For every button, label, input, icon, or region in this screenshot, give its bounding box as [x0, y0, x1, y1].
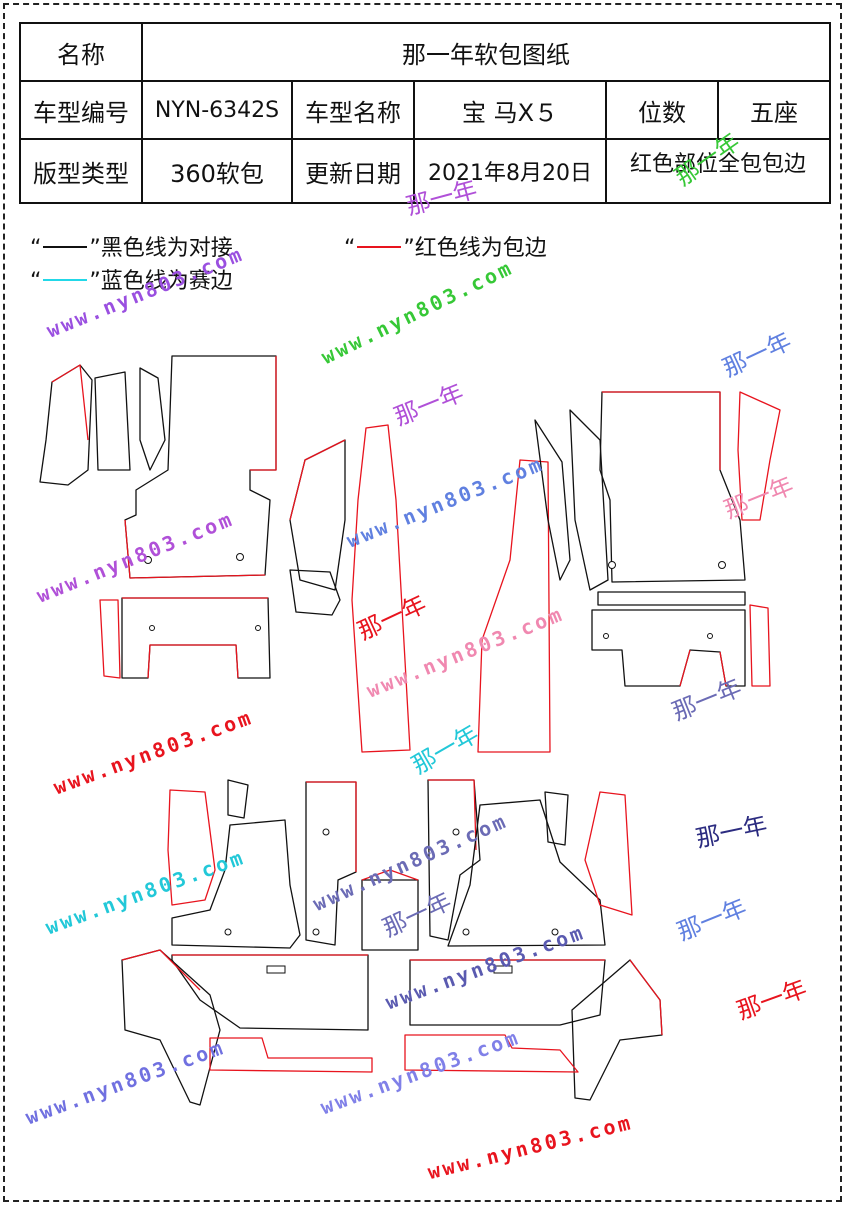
- rear-right-bottom: [404, 1034, 579, 1073]
- rear-right-side-panel: [584, 791, 633, 916]
- label-model-code: 车型编号: [19, 80, 143, 140]
- front-right-side-flap: [749, 604, 771, 687]
- center-right-strip-2: [569, 409, 609, 591]
- hole-marker: [224, 928, 232, 936]
- value-model-code: NYN-6342S: [141, 80, 293, 140]
- hole-marker: [452, 828, 460, 836]
- label-name: 名称: [19, 22, 143, 82]
- hole-marker: [462, 928, 470, 936]
- label-type: 版型类型: [19, 138, 143, 204]
- legend-black: “”黑色线为对接: [30, 236, 233, 261]
- hole-marker: [603, 633, 609, 639]
- value-model-name: 宝 马X５: [413, 80, 607, 140]
- page-border: [3, 3, 842, 1202]
- legend-cyan: “”蓝色线为赛边: [30, 269, 233, 294]
- rear-left-upright: [305, 781, 357, 946]
- rear-center-panel: [361, 879, 419, 951]
- value-seats: 五座: [717, 80, 831, 140]
- cyan-line-swatch: [43, 279, 88, 281]
- front-right-strip: [597, 591, 746, 606]
- front-right-main-panel: [599, 391, 746, 583]
- legend-red: “”红色线为包边: [344, 236, 547, 261]
- label-date: 更新日期: [291, 138, 415, 204]
- rear-left-main-panel: [171, 819, 301, 949]
- hole-marker: [608, 561, 616, 569]
- hole-marker: [236, 553, 244, 561]
- hole-marker: [551, 928, 559, 936]
- label-model-name: 车型名称: [291, 80, 415, 140]
- front-right-side-panel: [737, 391, 781, 521]
- value-note: 红色部位全包包边: [605, 138, 831, 204]
- slot-marker: [266, 965, 286, 974]
- center-tunnel-right: [477, 459, 551, 753]
- red-line-swatch: [357, 246, 402, 248]
- hole-marker: [255, 625, 261, 631]
- black-line-swatch: [43, 246, 88, 248]
- rear-right-fender: [571, 959, 663, 1101]
- label-seats: 位数: [605, 80, 719, 140]
- spec-row-title: 名称 那一年软包图纸: [19, 22, 831, 82]
- rear-right-main-panel: [447, 799, 606, 947]
- hole-marker: [322, 828, 330, 836]
- front-left-side-panel: [39, 364, 93, 486]
- slot-marker: [493, 965, 513, 974]
- spec-row-type: 版型类型 360软包 更新日期 2021年8月20日 红色部位全包包边: [19, 138, 831, 204]
- spec-table: 名称 那一年软包图纸 车型编号 NYN-6342S 车型名称 宝 马X５ 位数 …: [19, 22, 831, 204]
- center-tunnel-left: [351, 424, 411, 753]
- center-right-strip: [534, 419, 571, 581]
- front-left-back-strip: [139, 367, 166, 471]
- front-left-bolster: [94, 371, 131, 471]
- hole-marker: [144, 556, 152, 564]
- rear-right-strip: [544, 791, 569, 846]
- spec-row-model: 车型编号 NYN-6342S 车型名称 宝 马X５ 位数 五座: [19, 80, 831, 140]
- center-left-strip: [289, 439, 346, 591]
- value-date: 2021年8月20日: [413, 138, 607, 204]
- rear-left-bottom: [209, 1037, 373, 1073]
- value-type: 360软包: [141, 138, 293, 204]
- hole-marker: [707, 633, 713, 639]
- hole-marker: [718, 561, 726, 569]
- hole-marker: [149, 625, 155, 631]
- rear-left-fender: [121, 949, 221, 1106]
- rear-left-side-panel: [167, 789, 216, 906]
- front-left-lower-panel: [121, 597, 271, 679]
- front-left-side-flap: [99, 599, 121, 679]
- hole-marker: [312, 928, 320, 936]
- drawing-title: 那一年软包图纸: [141, 22, 831, 82]
- rear-left-strip: [227, 779, 249, 819]
- center-left-corner: [289, 569, 341, 616]
